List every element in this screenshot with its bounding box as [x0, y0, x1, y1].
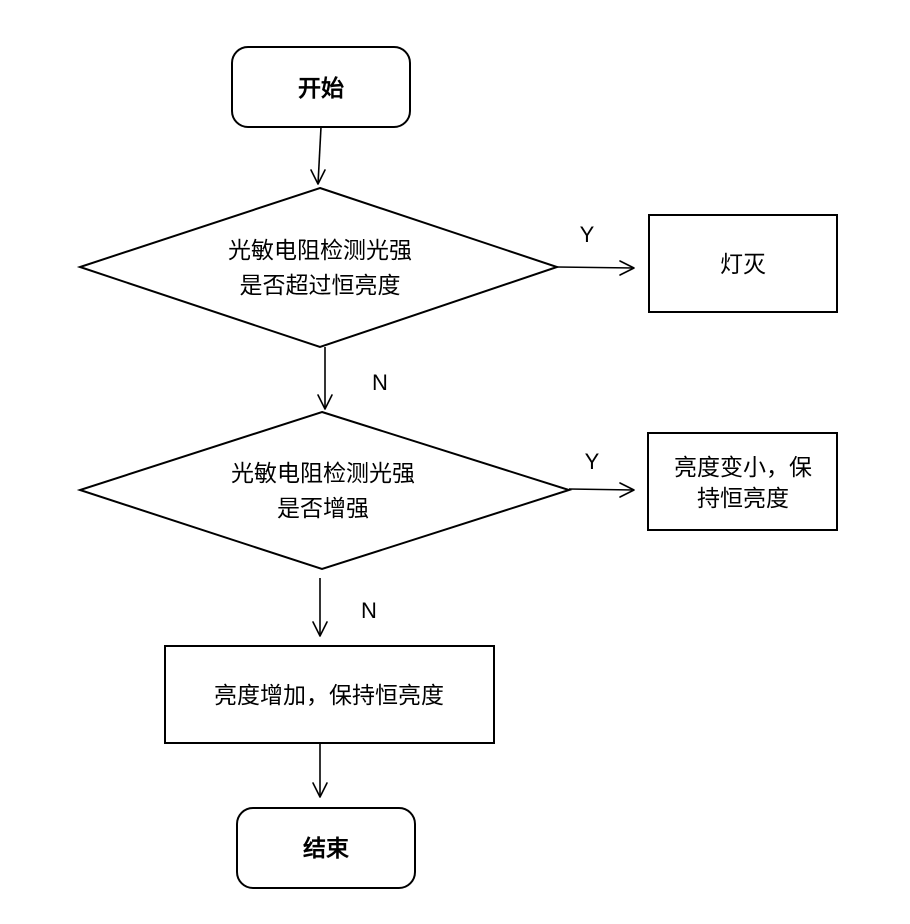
- arrow-start-to-decision1: [310, 126, 326, 185]
- start-node: 开始: [231, 46, 411, 128]
- decision1-no-label: N: [372, 370, 388, 395]
- decision2-line2: 是否增强: [277, 496, 369, 522]
- decision2-node: 光敏电阻检测光强 是否增强: [76, 410, 573, 571]
- light-off-label: 灯灭: [720, 252, 766, 278]
- arrow-decision1-no: [317, 347, 333, 410]
- arrow-decision2-yes: [568, 482, 635, 498]
- decision2-no-label: N: [361, 598, 377, 623]
- arrow-brighten-to-end: [312, 743, 328, 798]
- brighten-node: 亮度增加，保持恒亮度: [164, 645, 495, 744]
- decision2-yes-label: Y: [585, 449, 600, 474]
- light-off-node: 灯灭: [648, 214, 838, 313]
- dim-node: 亮度变小，保 持恒亮度: [647, 432, 838, 531]
- dim-line2: 持恒亮度: [697, 486, 789, 512]
- arrow-decision1-yes: [556, 260, 635, 276]
- decision2-line1: 光敏电阻检测光强: [231, 461, 415, 487]
- dim-line1: 亮度变小，保: [674, 455, 812, 481]
- decision1-yes-label: Y: [580, 222, 595, 247]
- arrow-decision2-no: [312, 578, 328, 637]
- decision1-line2: 是否超过恒亮度: [240, 273, 401, 299]
- start-label: 开始: [298, 75, 344, 102]
- decision1-line1: 光敏电阻检测光强: [228, 238, 412, 264]
- end-label: 结束: [303, 836, 350, 862]
- decision1-node: 光敏电阻检测光强 是否超过恒亮度: [76, 186, 561, 349]
- brighten-label: 亮度增加，保持恒亮度: [214, 683, 444, 709]
- end-node: 结束: [236, 807, 416, 889]
